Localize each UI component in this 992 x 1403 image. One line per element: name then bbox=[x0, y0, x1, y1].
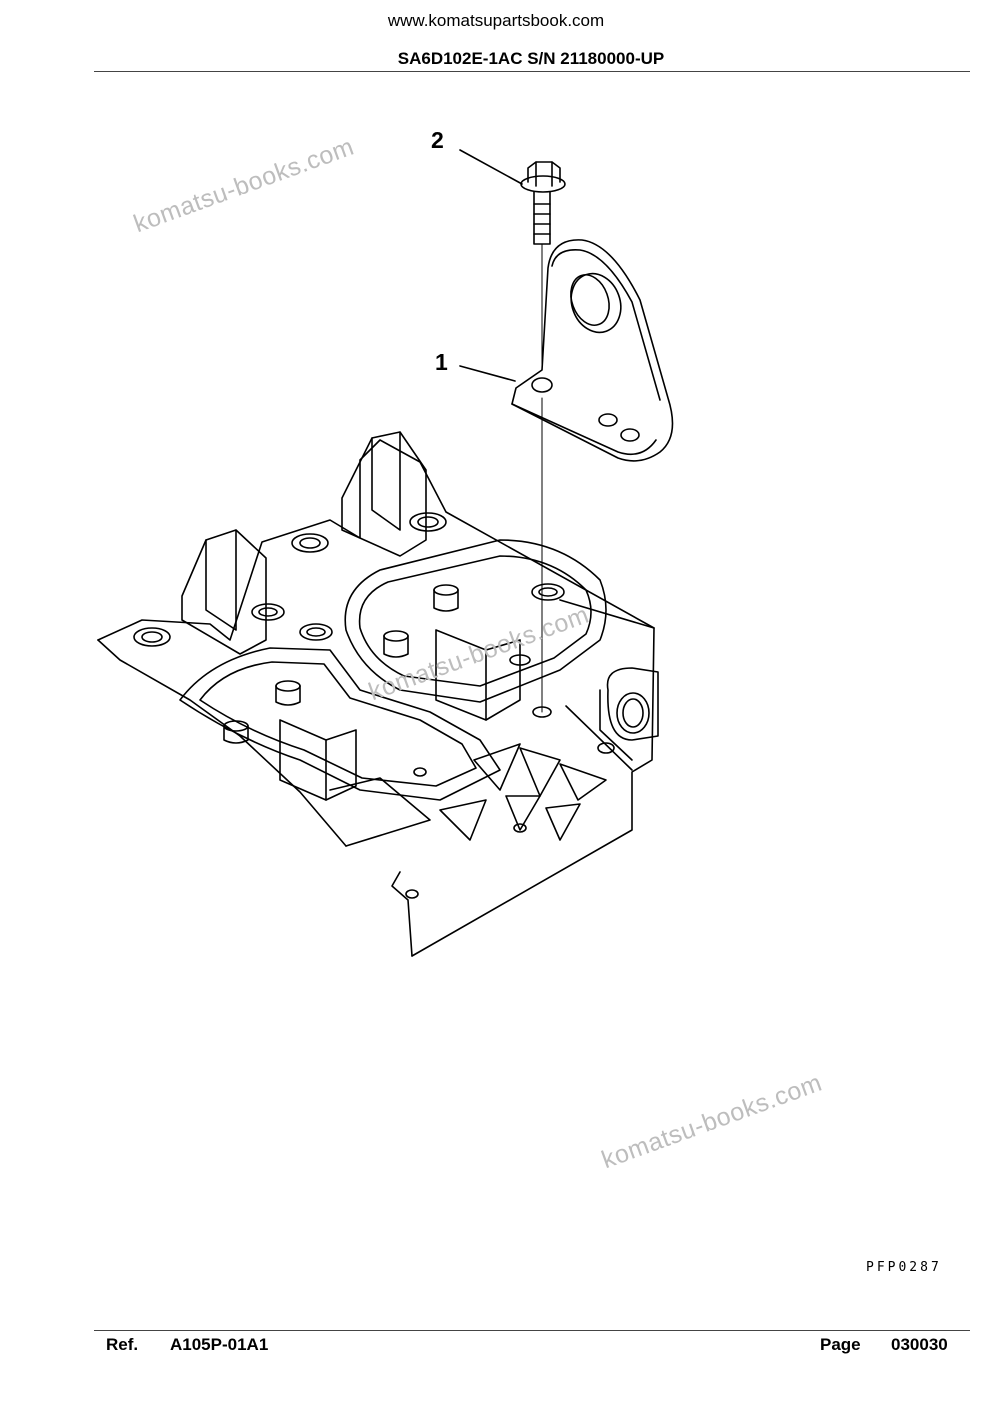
page-label: Page bbox=[820, 1335, 861, 1354]
header-divider bbox=[94, 71, 970, 72]
figure-code: PFP0287 bbox=[866, 1260, 942, 1275]
leader-line-2 bbox=[459, 149, 523, 185]
site-url: www.komatsupartsbook.com bbox=[387, 11, 605, 30]
callout-1: 1 bbox=[435, 349, 448, 375]
lifting-bracket-part bbox=[511, 239, 674, 462]
ref-label: Ref. bbox=[106, 1335, 139, 1354]
document-title: SA6D102E-1AC S/N 21180000-UP bbox=[397, 49, 665, 68]
ref-value: A105P-01A1 bbox=[170, 1335, 269, 1354]
footer-divider bbox=[94, 1330, 970, 1331]
leader-line-1 bbox=[459, 365, 516, 382]
page-number: 030030 bbox=[891, 1335, 948, 1354]
callout-2: 2 bbox=[431, 127, 444, 153]
cylinder-head-assembly bbox=[97, 431, 659, 957]
bolt-part bbox=[520, 161, 566, 245]
